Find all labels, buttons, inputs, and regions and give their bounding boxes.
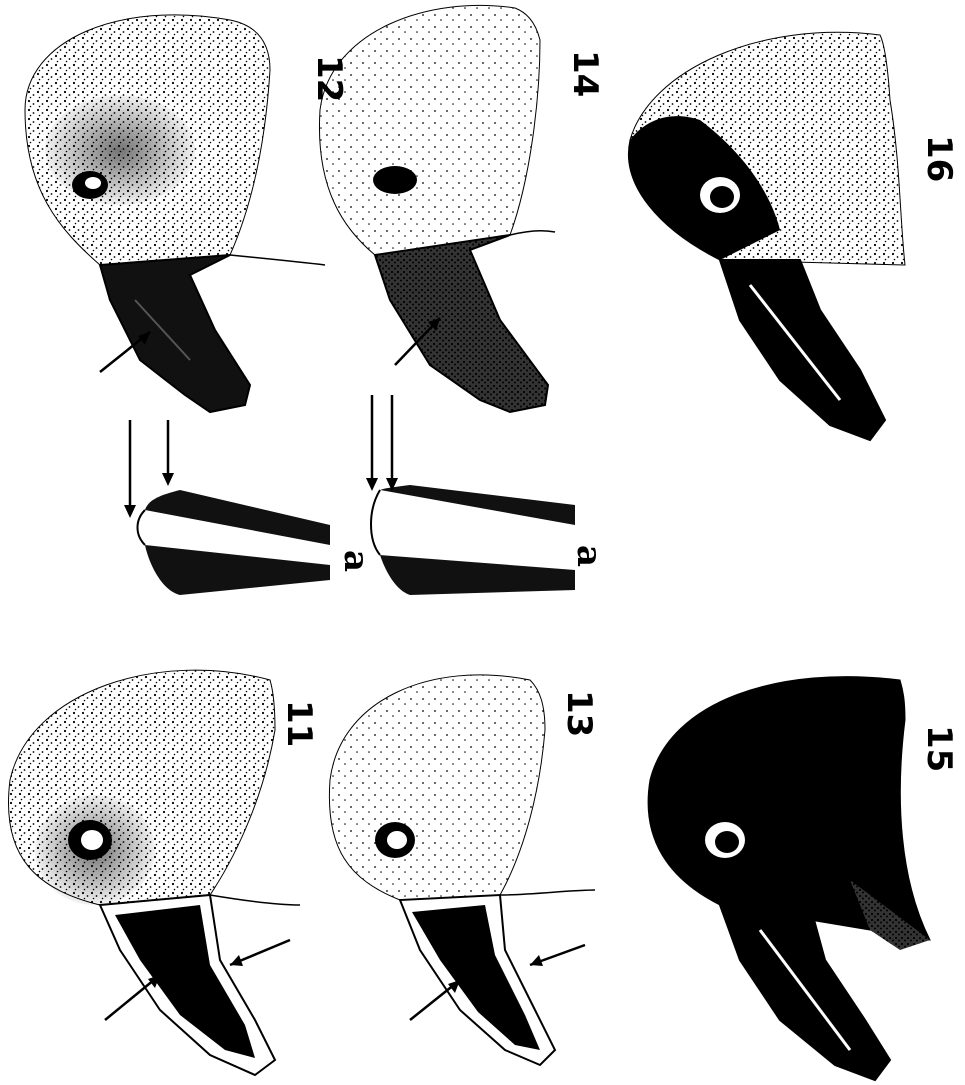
detail-label-a-lower: a [569, 545, 609, 567]
detail-a-lower [366, 395, 575, 595]
figure-16-head [628, 32, 905, 440]
arrow-11-b [230, 940, 290, 966]
figure-label-11: 11 [279, 700, 319, 747]
figure-15-head [648, 677, 930, 1080]
detail-a-upper [124, 420, 330, 595]
figure-11-head [8, 670, 300, 1075]
figure-label-13: 13 [559, 690, 599, 737]
figure-12-head [25, 15, 325, 412]
figure-label-16: 16 [919, 135, 959, 182]
arrow-13-b [530, 945, 585, 966]
figure-13-head [329, 675, 595, 1065]
figure-label-15: 15 [919, 725, 959, 772]
detail-label-a-upper: a [336, 550, 376, 572]
figure-label-14: 14 [565, 50, 605, 97]
figure-14-head [319, 5, 555, 412]
